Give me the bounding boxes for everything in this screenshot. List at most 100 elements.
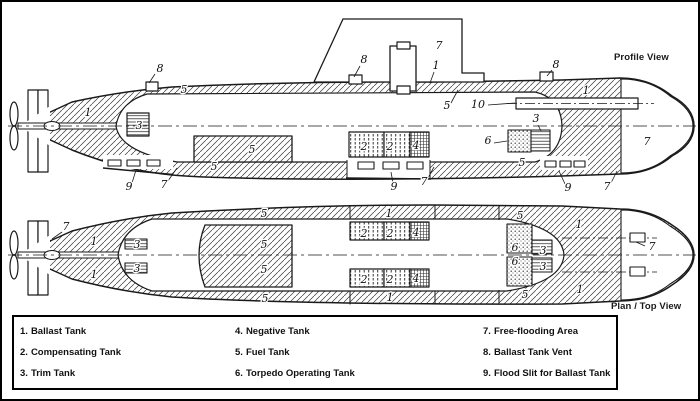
callout-label: 1 bbox=[576, 218, 583, 231]
callout-label: 6 bbox=[512, 255, 519, 268]
propeller-blade bbox=[9, 254, 19, 280]
callout-label: 1 bbox=[387, 291, 394, 304]
plan-callouts: 7 1 1 3 3 5 5 5 5 1 1 2 2 4 2 2 4 5 5 6 … bbox=[61, 206, 657, 307]
trim-tank bbox=[126, 112, 150, 137]
fuel-tank bbox=[193, 135, 293, 163]
torpedo-operating-tank bbox=[506, 256, 533, 287]
callout-label: 5 bbox=[211, 160, 218, 173]
legend-item-label: Free-flooding Area bbox=[493, 326, 579, 337]
legend-item-label: Ballast Tank Vent bbox=[493, 347, 572, 358]
compensating-tank bbox=[348, 131, 385, 158]
legend-item-label: Compensating Tank bbox=[30, 347, 122, 358]
propeller-blade bbox=[9, 101, 19, 127]
flood-slit bbox=[573, 160, 586, 168]
legend-item-label: Ballast Tank bbox=[30, 326, 87, 337]
callout-label: 1 bbox=[433, 59, 440, 72]
legend-item: 3.Trim Tank bbox=[20, 363, 235, 384]
legend-item-label: Flood Slit for Ballast Tank bbox=[493, 368, 611, 379]
callout-label: 7 bbox=[604, 180, 611, 193]
callout-label: 5 bbox=[181, 83, 188, 96]
callout-label: 2 bbox=[360, 273, 368, 286]
torpedo-operating-tank bbox=[506, 223, 533, 254]
callout-label: 2 bbox=[360, 227, 368, 240]
legend-item-number: 9. bbox=[483, 368, 491, 379]
legend-item-label: Torpedo Operating Tank bbox=[245, 368, 355, 379]
legend-item: 8.Ballast Tank Vent bbox=[483, 342, 616, 363]
callout-label: 3 bbox=[533, 112, 540, 125]
callout-label: 7 bbox=[649, 240, 656, 253]
callout-label: 6 bbox=[512, 241, 519, 254]
leader-lines bbox=[131, 65, 618, 185]
negative-tank bbox=[409, 268, 430, 288]
callout-label: 3 bbox=[134, 238, 141, 251]
legend-item: 5.Fuel Tank bbox=[235, 342, 483, 363]
callout-label: 5 bbox=[249, 143, 256, 156]
callout-label: 2 bbox=[386, 227, 394, 240]
callout-label: 2 bbox=[386, 273, 394, 286]
callout-label: 5 bbox=[444, 99, 451, 112]
trim-tank bbox=[531, 239, 553, 255]
trim-tank bbox=[124, 262, 148, 274]
periscope-cap bbox=[396, 41, 411, 50]
callout-label: 4 bbox=[412, 226, 420, 239]
callout-label: 1 bbox=[91, 268, 98, 281]
callout-label: 9 bbox=[126, 180, 133, 193]
legend-item-number: 1. bbox=[20, 326, 28, 337]
ballast-vent bbox=[145, 81, 159, 92]
band-dividers bbox=[349, 205, 500, 305]
callout-label: 10 bbox=[471, 98, 485, 111]
torpedo-tube bbox=[629, 232, 646, 243]
callout-label: 3 bbox=[136, 119, 143, 132]
torpedo-operating-tank bbox=[507, 129, 532, 153]
callout-label: 4 bbox=[412, 139, 420, 152]
callout-label: 9 bbox=[391, 180, 398, 193]
hull-bottom-line bbox=[345, 177, 432, 180]
callout-label: 5 bbox=[261, 207, 268, 220]
callout-label: 5 bbox=[261, 263, 268, 276]
callout-label: 5 bbox=[261, 238, 268, 251]
profile-view-title: Profile View bbox=[614, 52, 669, 63]
propeller-blade bbox=[9, 125, 19, 151]
legend-item-number: 7. bbox=[483, 326, 491, 337]
callout-label: 8 bbox=[553, 58, 560, 71]
flood-slit bbox=[107, 159, 122, 167]
callout-label: 9 bbox=[565, 181, 572, 194]
legend-item-number: 3. bbox=[20, 368, 28, 379]
callout-label: 1 bbox=[85, 106, 92, 119]
legend-item-number: 5. bbox=[235, 347, 243, 358]
bow-free-flooding-area bbox=[620, 78, 694, 174]
legend-box: 1.Ballast Tank 2.Compensating Tank 3.Tri… bbox=[12, 315, 618, 390]
trim-tank bbox=[124, 238, 148, 250]
callout-label: 7 bbox=[644, 135, 651, 148]
legend-item: 2.Compensating Tank bbox=[20, 342, 235, 363]
legend-item: 9.Flood Slit for Ballast Tank bbox=[483, 363, 616, 384]
legend-item-number: 6. bbox=[235, 368, 243, 379]
legend-item-number: 4. bbox=[235, 326, 243, 337]
callout-label: 2 bbox=[386, 140, 394, 153]
legend-item-number: 8. bbox=[483, 347, 491, 358]
callout-label: 7 bbox=[421, 175, 428, 188]
flood-slit bbox=[559, 160, 572, 168]
fuel-tank bbox=[198, 224, 293, 288]
leader-lines bbox=[51, 231, 646, 247]
pressure-hull bbox=[115, 91, 563, 163]
callout-label: 3 bbox=[540, 244, 547, 257]
callout-label: 2 bbox=[360, 140, 368, 153]
flood-slit bbox=[126, 159, 141, 167]
plan-view-title: Plan / Top View bbox=[611, 301, 682, 312]
legend-item-label: Trim Tank bbox=[30, 368, 76, 379]
flood-slit bbox=[382, 161, 400, 170]
legend-item-label: Negative Tank bbox=[245, 326, 310, 337]
flood-slit bbox=[357, 161, 375, 170]
flood-slit bbox=[146, 159, 161, 167]
legend-item: 7.Free-flooding Area bbox=[483, 321, 616, 342]
callout-label: 3 bbox=[540, 260, 547, 273]
callout-label: 8 bbox=[361, 53, 368, 66]
callout-label: 5 bbox=[517, 209, 524, 222]
ballast-vent bbox=[348, 74, 363, 85]
profile-view: 8 1 3 5 9 7 5 5 8 7 1 5 2 2 4 9 7 10 8 1… bbox=[8, 18, 696, 195]
negative-tank bbox=[409, 221, 430, 241]
flood-slit bbox=[406, 161, 424, 170]
callout-label: 5 bbox=[522, 288, 529, 301]
callout-label: 5 bbox=[262, 292, 269, 305]
